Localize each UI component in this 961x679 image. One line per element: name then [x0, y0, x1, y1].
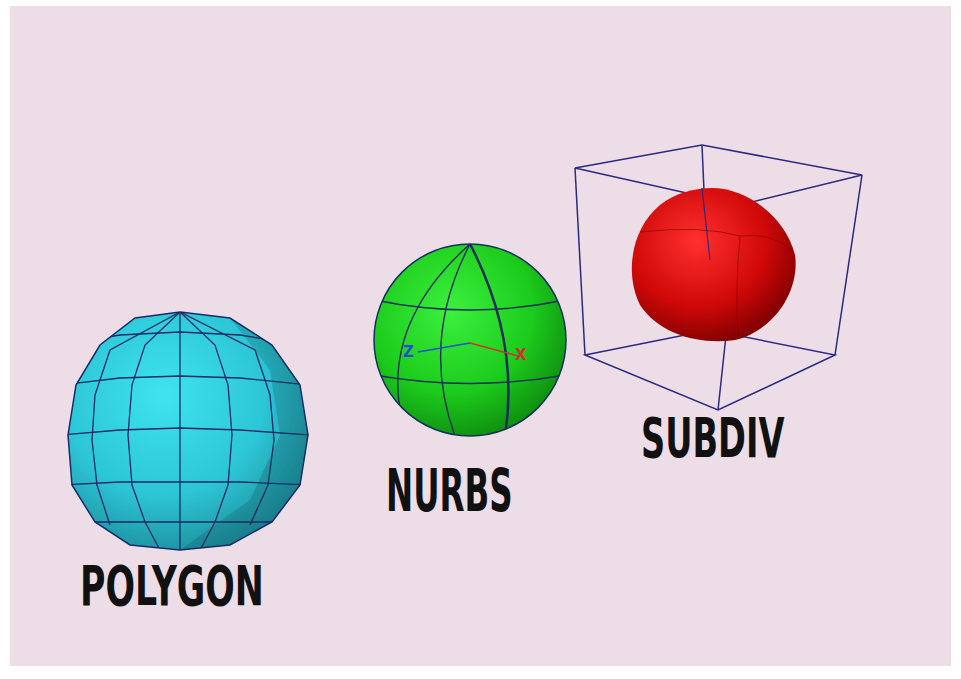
- subdiv-sphere: [632, 188, 796, 341]
- axis-label: X: [515, 348, 527, 363]
- type-label: SUBDIV: [641, 410, 784, 466]
- polygon-sphere: [60, 312, 310, 555]
- subdiv-cage: [575, 145, 862, 410]
- type-label: POLYGON: [80, 558, 264, 614]
- background: [10, 6, 951, 666]
- type-label: NURBS: [386, 462, 513, 520]
- axis-label: Z: [403, 345, 414, 360]
- nurbs-sphere: [374, 244, 566, 436]
